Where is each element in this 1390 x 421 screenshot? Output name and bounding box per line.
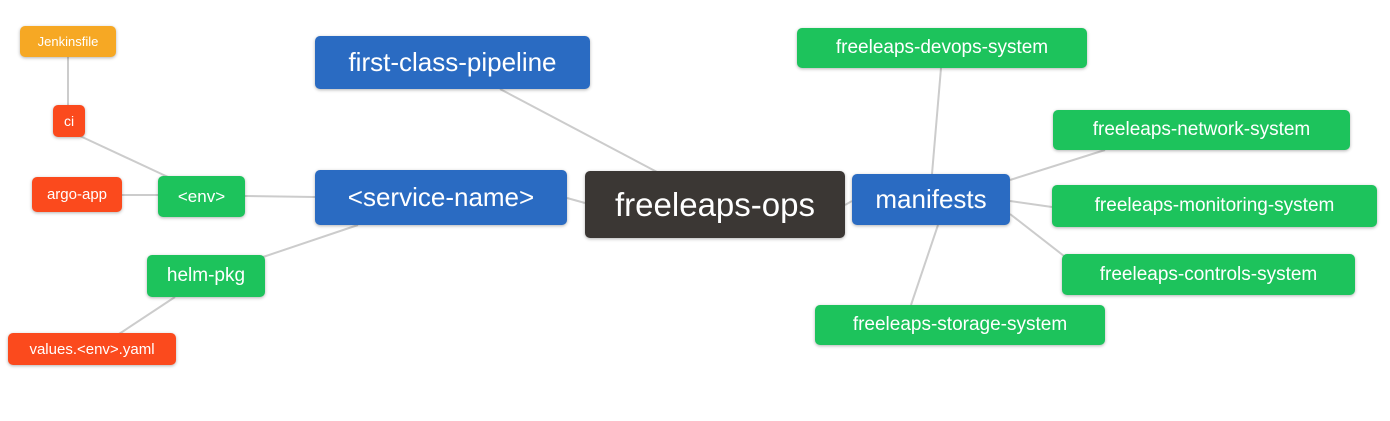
node-values-env-yaml[interactable]: values.<env>.yaml — [8, 333, 176, 365]
node-argo-app[interactable]: argo-app — [32, 177, 122, 212]
edge-manifests-devops-system — [931, 67, 942, 175]
edge-ci-env — [79, 135, 169, 178]
node-freeleaps-devops-system[interactable]: freeleaps-devops-system — [797, 28, 1087, 68]
edge-freeleaps-ops-manifests — [844, 200, 853, 206]
edge-manifests-controls-system — [1009, 213, 1065, 257]
node-ci[interactable]: ci — [53, 105, 85, 137]
node-jenkinsfile[interactable]: Jenkinsfile — [20, 26, 116, 57]
edge-manifests-storage-system — [910, 224, 939, 306]
edge-service-name-freeleaps-ops — [566, 197, 586, 204]
edge-manifests-monitoring-system — [1009, 200, 1053, 208]
edge-first-class-pipeline-freeleaps-ops — [499, 88, 658, 173]
edge-manifests-network-system — [1009, 149, 1106, 181]
edge-env-service-name — [244, 195, 316, 198]
node-freeleaps-monitoring-system[interactable]: freeleaps-monitoring-system — [1052, 185, 1377, 227]
edge-service-name-helm-pkg — [262, 224, 359, 258]
node-service-name[interactable]: <service-name> — [315, 170, 567, 225]
node-freeleaps-controls-system[interactable]: freeleaps-controls-system — [1062, 254, 1355, 295]
node-first-class-pipeline[interactable]: first-class-pipeline — [315, 36, 590, 89]
edge-helm-pkg-values-yaml — [118, 296, 176, 335]
node-freeleaps-network-system[interactable]: freeleaps-network-system — [1053, 110, 1350, 150]
node-manifests[interactable]: manifests — [852, 174, 1010, 225]
node-helm-pkg[interactable]: helm-pkg — [147, 255, 265, 297]
node-env[interactable]: <env> — [158, 176, 245, 217]
node-freeleaps-storage-system[interactable]: freeleaps-storage-system — [815, 305, 1105, 345]
node-freeleaps-ops-root[interactable]: freeleaps-ops — [585, 171, 845, 238]
